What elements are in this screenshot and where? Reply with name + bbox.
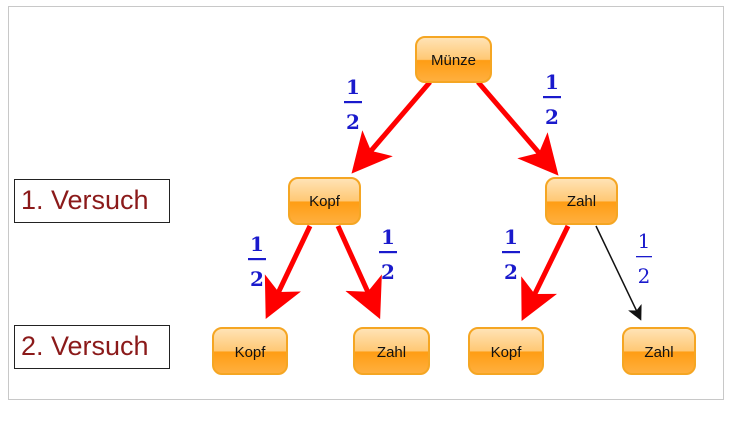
- node-root: Münze: [415, 36, 492, 83]
- fraction-numerator: 1: [638, 229, 651, 253]
- fraction-numerator: 1: [504, 225, 518, 249]
- node-l2-kopf-2: Kopf: [468, 327, 544, 375]
- fraction-denominator: 2: [250, 267, 264, 291]
- edge-right-left: [521, 224, 571, 321]
- node-l1-zahl: Zahl: [545, 177, 618, 225]
- node-label: Kopf: [491, 344, 523, 361]
- node-label: Münze: [431, 52, 476, 69]
- fraction-right-right: 1 2: [636, 229, 652, 288]
- fraction-numerator: 1: [545, 70, 559, 94]
- fraction-numerator: 1: [346, 75, 360, 99]
- fraction-denominator: 2: [381, 260, 395, 284]
- node-l2-zahl-2: Zahl: [622, 327, 696, 375]
- fraction-right-left: 1 2: [502, 225, 520, 284]
- node-l1-kopf: Kopf: [288, 177, 361, 225]
- edge-left-left: [264, 224, 313, 320]
- fraction-denominator: 2: [638, 264, 651, 288]
- fraction-left-left: 1 2: [248, 232, 266, 291]
- fraction-numerator: 1: [250, 232, 264, 256]
- node-l2-kopf-1: Kopf: [212, 327, 288, 375]
- fraction-root-right: 1 2: [543, 70, 561, 129]
- level-label-2: 2. Versuch: [14, 325, 170, 369]
- edge-left-right: [335, 224, 382, 320]
- fraction-root-left: 1 2: [344, 75, 362, 134]
- node-l2-zahl-1: Zahl: [353, 327, 430, 375]
- fraction-denominator: 2: [346, 110, 360, 134]
- node-label: Zahl: [377, 344, 406, 361]
- edge-root-right: [476, 80, 559, 176]
- fraction-denominator: 2: [545, 105, 559, 129]
- fraction-left-right: 1 2: [379, 225, 397, 284]
- node-label: Zahl: [567, 193, 596, 210]
- level-label-1: 1. Versuch: [14, 179, 170, 223]
- fraction-denominator: 2: [504, 260, 518, 284]
- node-label: Zahl: [644, 344, 673, 361]
- node-label: Kopf: [235, 344, 267, 361]
- edge-root-left: [351, 80, 432, 174]
- node-label: Kopf: [309, 193, 341, 210]
- fraction-numerator: 1: [381, 225, 395, 249]
- edge-right-right: [595, 225, 642, 321]
